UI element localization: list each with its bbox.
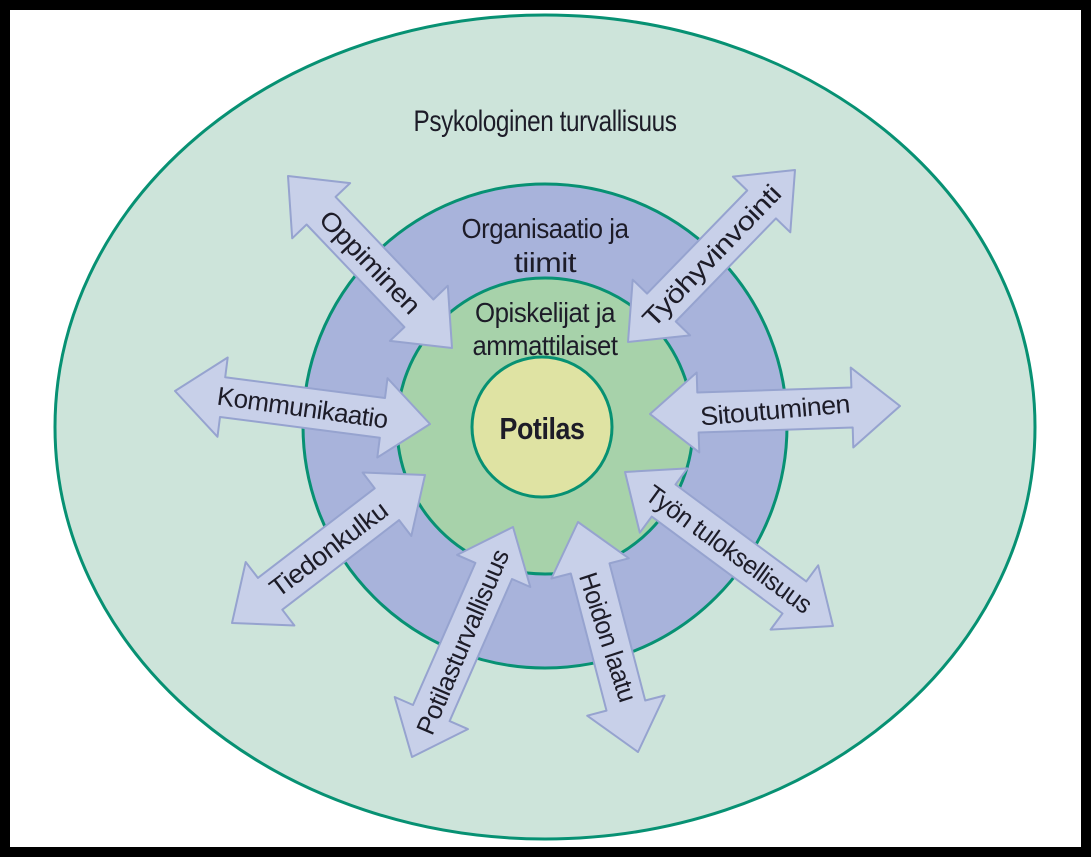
ring-label-potilas: Potilas — [500, 411, 585, 446]
arrow-tyohyvinvointi-shape — [627, 169, 796, 343]
ring-label-psykologinen-turvallisuus: Psykologinen turvallisuus — [414, 105, 677, 138]
arrow-sitoutuminen: Sitoutuminen — [649, 366, 901, 454]
arrow-tiedonkulku-shape — [231, 471, 426, 627]
arrow-potilasturvallisuus-shape — [393, 526, 532, 758]
ring-label-organisaatio-line1: Organisaatio ja — [462, 213, 630, 244]
ring-label-opiskelijat-line1: Opiskelijat ja — [475, 297, 616, 328]
arrow-tyon-tuloksellisuus-shape — [624, 467, 834, 631]
arrow-sitoutuminen-shape — [649, 366, 901, 454]
ring-label-organisaatio-line2: tiimit — [514, 247, 577, 278]
ring-potilas — [470, 355, 614, 499]
arrow-hoidon-laatu-shape — [550, 521, 666, 753]
arrow-oppiminen-shape — [287, 175, 453, 349]
arrow-kommunikaatio-shape — [174, 356, 431, 459]
